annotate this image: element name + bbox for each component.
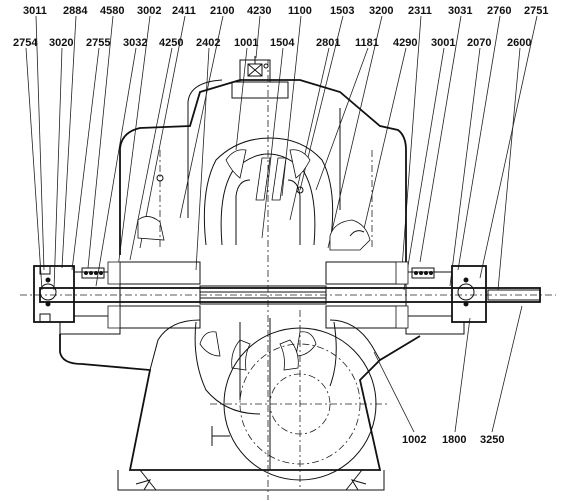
callout-2754: 2754 — [13, 37, 38, 49]
callout-2100: 2100 — [210, 5, 234, 17]
callout-3032: 3032 — [123, 37, 147, 49]
callout-row-2: 2754 3020 2755 3032 4250 2402 1001 1504 … — [13, 37, 531, 49]
left-packing-icon — [81, 267, 105, 279]
callout-4290: 4290 — [393, 37, 417, 49]
callout-4250: 4250 — [159, 37, 183, 49]
callout-row-1: 3011 2884 4580 3002 2411 2100 4230 1100 … — [23, 5, 548, 17]
center-lines — [159, 60, 373, 500]
shaft-sleeves — [107, 261, 409, 329]
callout-1002: 1002 — [402, 434, 426, 446]
right-packing-icon — [411, 267, 435, 279]
callout-3200: 3200 — [369, 5, 393, 17]
callout-1503: 1503 — [330, 5, 354, 17]
callout-2760: 2760 — [487, 5, 511, 17]
left-bearing-housing — [33, 265, 121, 335]
callout-2600: 2600 — [507, 37, 531, 49]
callout-3250: 3250 — [480, 434, 504, 446]
callout-3020: 3020 — [49, 37, 73, 49]
callout-2884: 2884 — [63, 5, 88, 17]
callout-2402: 2402 — [196, 37, 220, 49]
callout-3001: 3001 — [431, 37, 455, 49]
callout-1100: 1100 — [288, 5, 312, 17]
callout-2411: 2411 — [172, 5, 196, 17]
upper-casing — [119, 56, 407, 262]
leader-lines-row-2 — [25, 47, 521, 291]
callout-2311: 2311 — [408, 5, 432, 17]
callout-1181: 1181 — [355, 37, 379, 49]
callout-2751: 2751 — [524, 5, 548, 17]
callout-1504: 1504 — [270, 37, 295, 49]
callout-3002: 3002 — [137, 5, 161, 17]
right-bearing-housing — [405, 265, 487, 335]
leader-lines-bottom — [373, 305, 523, 433]
callout-2755: 2755 — [86, 37, 110, 49]
upper-impeller — [137, 137, 371, 251]
callout-bottom: 1002 1800 3250 — [402, 434, 504, 446]
callout-4230: 4230 — [247, 5, 271, 17]
callout-1001: 1001 — [234, 37, 258, 49]
callout-4580: 4580 — [100, 5, 124, 17]
callout-3011: 3011 — [23, 5, 47, 17]
pump-shaft — [20, 285, 556, 305]
callout-1800: 1800 — [442, 434, 466, 446]
vent-valve-icon — [247, 56, 269, 77]
lower-casing — [59, 310, 421, 491]
leader-lines-row-1 — [35, 15, 538, 279]
callout-3031: 3031 — [448, 5, 472, 17]
callout-2801: 2801 — [316, 37, 340, 49]
callout-2070: 2070 — [467, 37, 491, 49]
